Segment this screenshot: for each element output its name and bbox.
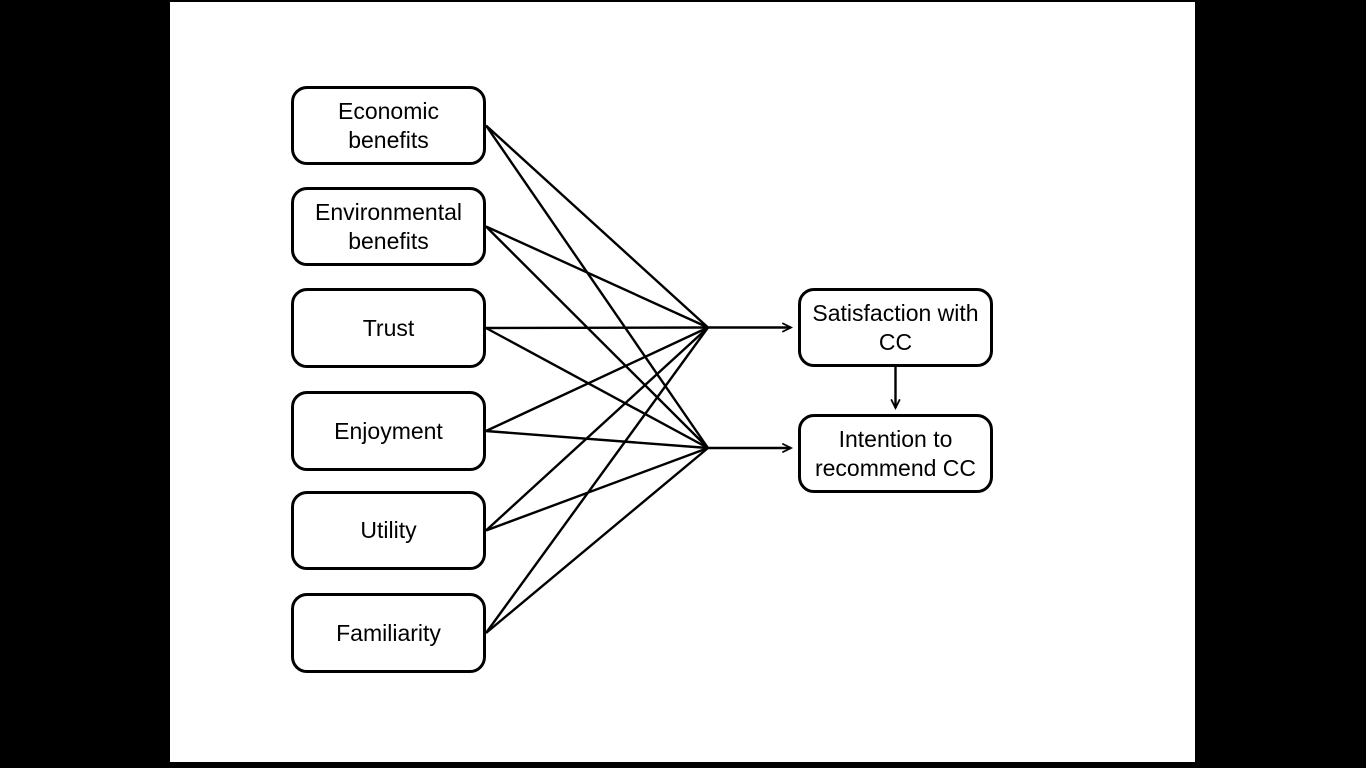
node-label: Economic benefits [338, 97, 439, 153]
edge-utility-intention [485, 446, 709, 532]
node-satisfaction-with-cc: Satisfaction with CC [798, 288, 993, 367]
node-intention-to-recommend-cc: Intention to recommend CC [798, 414, 993, 493]
node-label: Intention to recommend CC [814, 425, 977, 481]
edge-enjoyment-intention [485, 429, 709, 450]
node-utility: Utility [291, 491, 486, 570]
edge-familiarity-satisfaction [485, 326, 709, 634]
node-label: Environmental benefits [314, 198, 463, 254]
edge-environmental-intention [485, 225, 709, 449]
node-economic-benefits: Economic benefits [291, 86, 486, 165]
edge-trust-satisfaction [485, 326, 709, 330]
node-label: Utility [360, 517, 417, 543]
edge-trust-intention [485, 326, 709, 450]
node-label: Familiarity [336, 619, 441, 646]
node-trust: Trust [291, 288, 486, 368]
edge-economic-satisfaction [485, 124, 709, 329]
edge-environmental-satisfaction [485, 225, 709, 329]
node-enjoyment: Enjoyment [291, 391, 486, 471]
node-label: Satisfaction with CC [812, 299, 979, 355]
edge-economic-intention [485, 124, 709, 449]
node-environmental-benefits: Environmental benefits [291, 187, 486, 266]
node-label: Enjoyment [334, 417, 443, 444]
edge-enjoyment-satisfaction [485, 326, 709, 433]
edge-familiarity-intention [485, 447, 709, 634]
node-label: Trust [362, 314, 415, 341]
edge-utility-satisfaction [485, 326, 709, 532]
node-familiarity: Familiarity [291, 593, 486, 673]
